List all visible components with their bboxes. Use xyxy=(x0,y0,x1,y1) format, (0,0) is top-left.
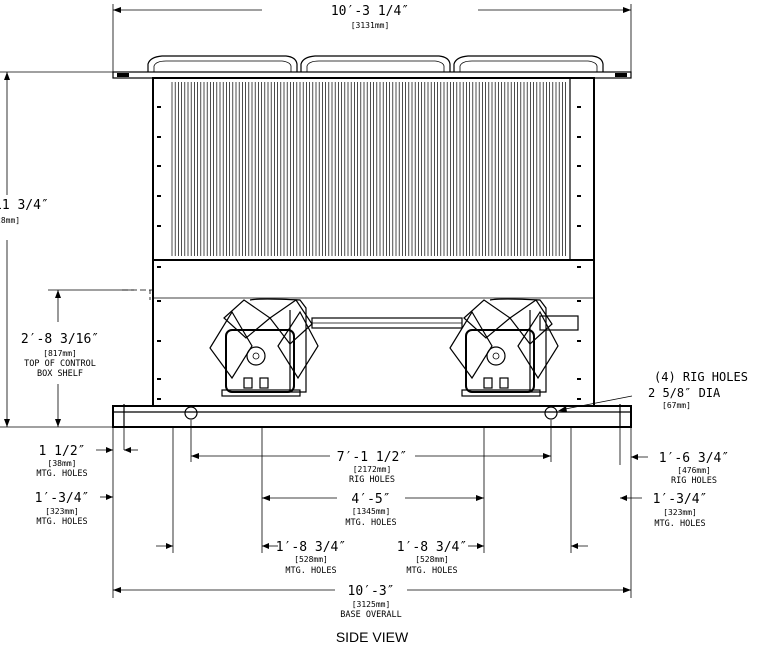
panel-fasteners xyxy=(157,106,581,400)
fastener-mark xyxy=(157,195,161,197)
overall-width-dimension: 10′-3 1/4″ [3131mm] xyxy=(112,4,632,72)
extension-lines xyxy=(112,420,632,598)
height-dimension: 11 3/4″ 28mm] xyxy=(0,71,113,428)
mtg-right-inner-dimension: 1′-8 3/4″ [528mm] MTG. HOLES xyxy=(397,540,588,576)
base-overall-mm: [3125mm] xyxy=(352,600,391,609)
mtg-right-inner-mm: [528mm] xyxy=(415,555,449,564)
rig-holes-label-1: (4) RIG HOLES xyxy=(654,370,748,384)
mtg-1-5-label: MTG. HOLES xyxy=(36,469,87,479)
base-overall-text: 10′-3″ xyxy=(348,584,395,599)
mtg-left-dimension: 1′-3/4″ [323mm] MTG. HOLES xyxy=(35,491,113,527)
fastener-mark xyxy=(577,378,581,380)
fastener-mark xyxy=(577,398,581,400)
compressor-compartment xyxy=(153,297,594,331)
fastener-mark xyxy=(577,136,581,138)
view-caption: SIDE VIEW xyxy=(336,629,409,645)
mtg-right-mm: [323mm] xyxy=(663,508,697,517)
rig-center-text: 7′-1 1/2″ xyxy=(337,450,407,465)
shelf-text: 2′-8 3/16″ xyxy=(21,332,99,347)
fastener-mark xyxy=(157,225,161,227)
shelf-label-1: TOP OF CONTROL xyxy=(24,359,96,369)
fastener-mark xyxy=(577,165,581,167)
rig-right-text: 1′-6 3/4″ xyxy=(659,451,729,466)
mtg-left-text: 1′-3/4″ xyxy=(35,491,90,506)
rig-hole-right xyxy=(544,406,558,420)
compressor-right xyxy=(449,298,559,397)
mtg-left-inner-text: 1′-8 3/4″ xyxy=(276,540,346,555)
rig-hole-left xyxy=(184,406,198,420)
mtg-left-label: MTG. HOLES xyxy=(36,517,87,527)
mtg-center-label: MTG. HOLES xyxy=(345,518,396,528)
condenser-fans xyxy=(147,55,604,72)
fastener-mark xyxy=(157,300,161,302)
rig-right-label: RIG HOLES xyxy=(671,476,717,486)
fastener-mark xyxy=(577,300,581,302)
base-frame xyxy=(112,404,632,428)
rig-center-label: RIG HOLES xyxy=(349,475,395,485)
fastener-mark xyxy=(577,225,581,227)
fastener-mark xyxy=(157,398,161,400)
rig-center-dimension: 7′-1 1/2″ [2172mm] RIG HOLES xyxy=(191,450,551,485)
mtg-left-mm: [323mm] xyxy=(45,507,79,516)
shelf-label-2: BOX SHELF xyxy=(37,369,83,379)
mtg-right-inner-text: 1′-8 3/4″ xyxy=(397,540,467,555)
rig-center-mm: [2172mm] xyxy=(353,465,392,474)
mtg-right-label: MTG. HOLES xyxy=(654,519,705,529)
mtg-center-text: 4′-5″ xyxy=(351,492,390,507)
mtg-right-dimension: 1′-3/4″ [323mm] MTG. HOLES xyxy=(620,492,707,529)
mtg-left-inner-dimension: 1′-8 3/4″ [528mm] MTG. HOLES xyxy=(156,540,346,576)
rig-right-mm: [476mm] xyxy=(677,466,711,475)
fastener-mark xyxy=(157,165,161,167)
mtg-center-mm: [1345mm] xyxy=(352,507,391,516)
height-mm: 28mm] xyxy=(0,216,20,225)
fastener-mark xyxy=(157,378,161,380)
fastener-mark xyxy=(157,266,161,268)
fastener-mark xyxy=(157,340,161,342)
fastener-mark xyxy=(577,195,581,197)
fastener-mark xyxy=(157,136,161,138)
fastener-mark xyxy=(157,106,161,108)
shelf-dimension: 2′-8 3/16″ [817mm] TOP OF CONTROL BOX SH… xyxy=(21,289,152,427)
condenser-coil xyxy=(171,82,566,256)
mtg-1-5-mm: [38mm] xyxy=(48,459,77,468)
overall-width-mm: [3131mm] xyxy=(351,21,390,30)
mtg-right-inner-label: MTG. HOLES xyxy=(406,566,457,576)
fastener-mark xyxy=(577,106,581,108)
mtg-center-dimension: 4′-5″ [1345mm] MTG. HOLES xyxy=(262,492,484,528)
shelf-mm: [817mm] xyxy=(43,349,77,358)
mtg-left-inner-mm: [528mm] xyxy=(294,555,328,564)
fastener-mark xyxy=(577,266,581,268)
base-overall-dimension: 10′-3″ [3125mm] BASE OVERALL xyxy=(113,584,631,620)
mtg-right-text: 1′-3/4″ xyxy=(653,492,708,507)
mtg-1-5-text: 1 1/2″ xyxy=(39,444,86,459)
rig-holes-label-2: 2 5/8″ DIA xyxy=(648,386,721,400)
mtg-hole-1-5-dimension: 1 1/2″ [38mm] MTG. HOLES xyxy=(36,444,138,479)
rig-holes-callout: (4) RIG HOLES 2 5/8″ DIA [67mm] xyxy=(558,370,748,412)
rig-holes-mm: [67mm] xyxy=(662,401,691,410)
rig-right-dimension: 1′-6 3/4″ [476mm] RIG HOLES xyxy=(631,451,729,486)
mtg-left-inner-label: MTG. HOLES xyxy=(285,566,336,576)
overall-width-text: 10′-3 1/4″ xyxy=(331,4,409,19)
compressor-left xyxy=(209,298,319,397)
base-overall-label: BASE OVERALL xyxy=(340,610,401,620)
height-text: 11 3/4″ xyxy=(0,198,49,213)
fastener-mark xyxy=(577,340,581,342)
